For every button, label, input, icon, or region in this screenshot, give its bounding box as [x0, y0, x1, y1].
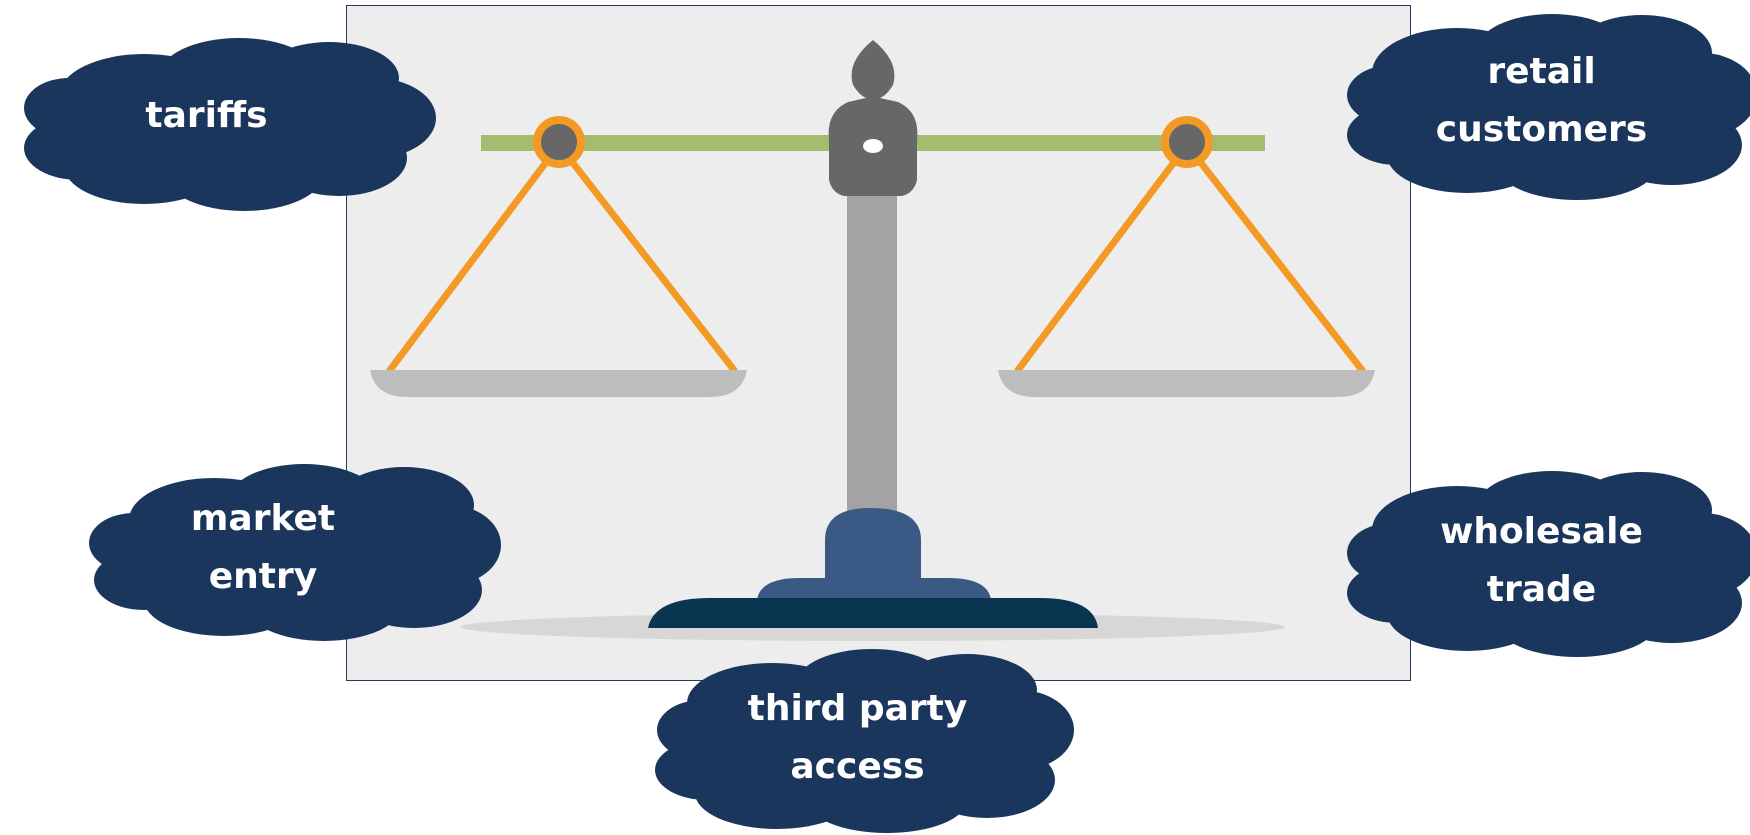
scale-head [828, 40, 918, 196]
cloud-shape [24, 38, 436, 211]
cloud-label-market-entry: market entry [190, 498, 336, 597]
cloud-shape [655, 649, 1074, 833]
cloud-shape [1347, 14, 1750, 200]
cloud-label-third-party-access: third party access [747, 688, 968, 787]
cloud-shape [89, 464, 501, 641]
cloud-shape [1347, 471, 1750, 657]
base-post [825, 508, 921, 590]
cloud-label-retail-customers: retail customers [1435, 51, 1648, 150]
cloud-label-tariffs: tariffs [145, 94, 268, 136]
left-pivot-ring [533, 116, 585, 168]
cloud-third-party-access: third party access [647, 645, 1074, 835]
head-hole [863, 139, 883, 153]
cloud-label-wholesale-trade: wholesale trade [1440, 510, 1643, 610]
left-pan-strings [386, 141, 738, 374]
scale-pillar [847, 195, 897, 515]
right-pan [998, 370, 1375, 397]
cloud-retail-customers: retail customers [1337, 5, 1750, 205]
cloud-market-entry: market entry [84, 455, 502, 645]
cloud-tariffs: tariffs [14, 18, 439, 213]
right-pan-strings [1014, 141, 1366, 374]
base-middle [757, 578, 991, 600]
base-bottom [648, 598, 1098, 628]
right-pivot-ring [1161, 116, 1213, 168]
cloud-wholesale-trade: wholesale trade [1337, 465, 1750, 660]
left-pan [370, 370, 747, 397]
